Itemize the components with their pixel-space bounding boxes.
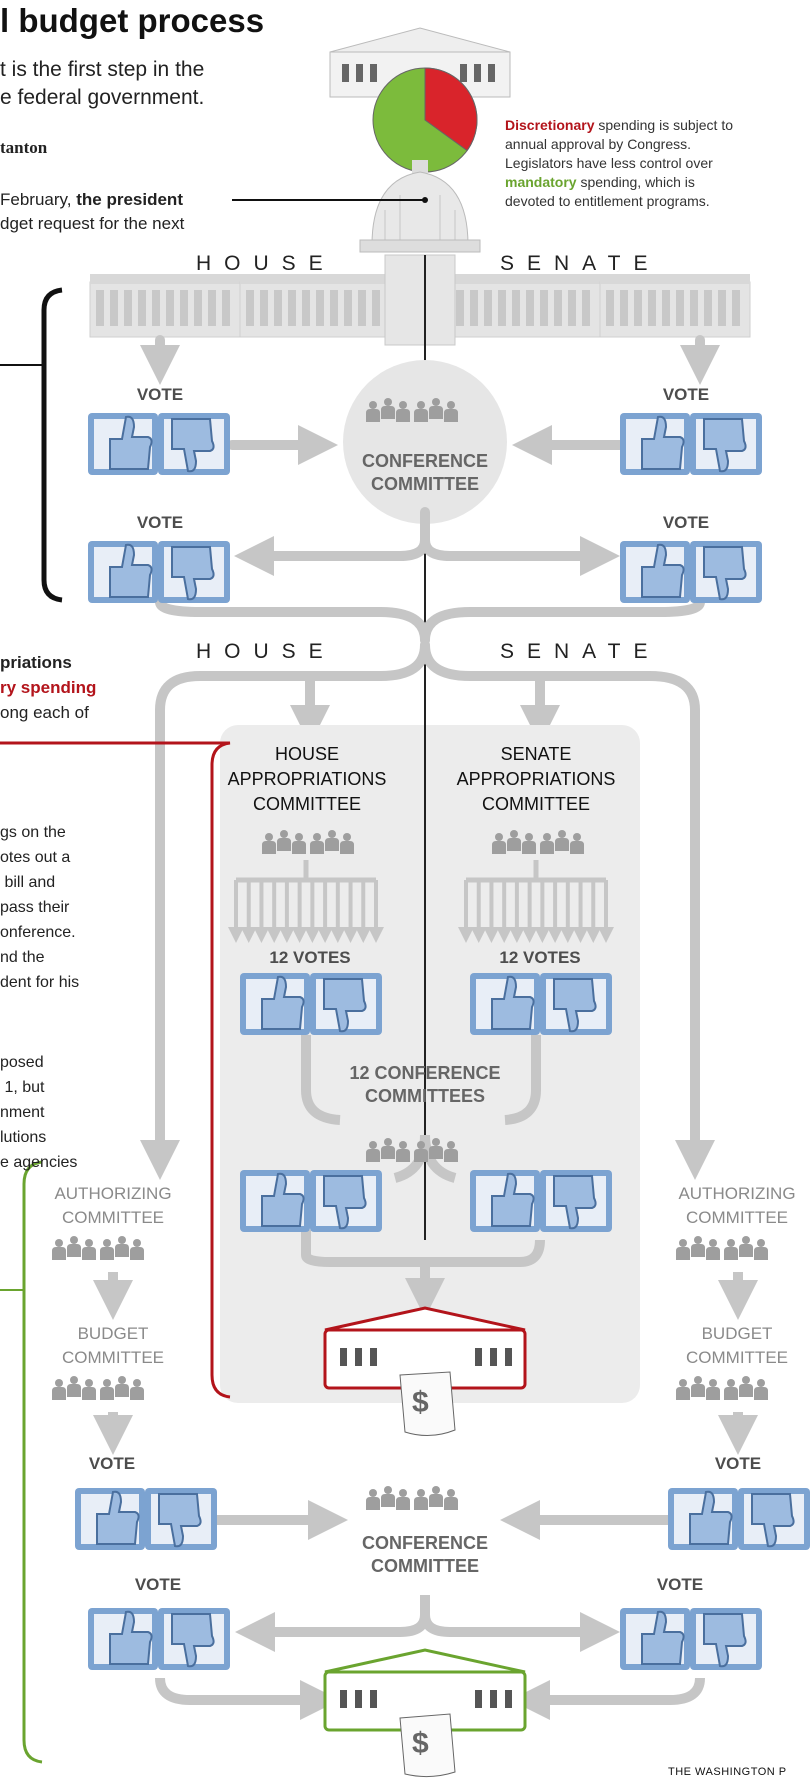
senate-label-top: SENATE [500, 252, 661, 275]
vote-thumbs-icon [619, 1607, 763, 1671]
vote-label: VOTE [656, 1575, 704, 1594]
discretionary-slice [424, 67, 478, 152]
page-title: l budget process [0, 2, 265, 39]
vote-thumbs-icon [87, 412, 231, 476]
authorizing-committee-right-icon [676, 1236, 768, 1260]
vote-thumbs-icon [74, 1487, 218, 1551]
conference-committee-circle [343, 360, 507, 524]
white-house-red-icon [323, 1306, 527, 1436]
vote-label: VOTE [136, 513, 184, 532]
white-house-green-icon [323, 1648, 527, 1778]
vote-thumbs-icon [87, 540, 231, 604]
discretionary-note: Discretionary spending is subject to ann… [505, 117, 734, 209]
twelve-votes-house: 12 VOTES [269, 948, 351, 967]
vote-thumbs-icon [87, 1607, 231, 1671]
spending-pie-chart [372, 67, 478, 173]
appropriations-text: priations ry spending ong each of [0, 653, 97, 722]
vote-label: VOTE [134, 1575, 182, 1594]
vote-thumbs-icon [239, 972, 383, 1036]
budget-committee-left-icon [52, 1376, 144, 1400]
vote-thumbs-icon [469, 1169, 613, 1233]
vote-thumbs-icon [619, 540, 763, 604]
senate-label-mid: SENATE [500, 640, 661, 663]
dollar-icon: $ [412, 1386, 429, 1419]
house-label-top: HOUSE [196, 252, 336, 275]
intro-text: t is the first step in the e federal gov… [0, 58, 205, 109]
vote-label: VOTE [662, 385, 710, 404]
vote-label: VOTE [662, 513, 710, 532]
authorizing-committee-left-icon [52, 1236, 144, 1260]
twelve-votes-senate: 12 VOTES [499, 948, 581, 967]
dollar-icon: $ [412, 1727, 429, 1760]
capitol-dome-icon [359, 160, 481, 253]
vote-label: VOTE [88, 1454, 136, 1473]
credit: THE WASHINGTON P [668, 1766, 787, 1778]
vote-label: VOTE [136, 385, 184, 404]
conference-committee-bottom-icon [366, 1486, 458, 1510]
fan-arrows [236, 860, 606, 883]
budget-committee-right-icon [676, 1376, 768, 1400]
vote-thumbs-icon [239, 1169, 383, 1233]
vote-thumbs-icon [619, 412, 763, 476]
capitol-building-icon [89, 254, 751, 346]
house-label-mid: HOUSE [196, 640, 336, 663]
byline: tanton [0, 138, 48, 157]
vote-label: VOTE [714, 1454, 762, 1473]
vote-thumbs-icon [667, 1487, 811, 1551]
vote-thumbs-icon [469, 972, 613, 1036]
president-text: February, the president dget request for… [0, 190, 185, 233]
